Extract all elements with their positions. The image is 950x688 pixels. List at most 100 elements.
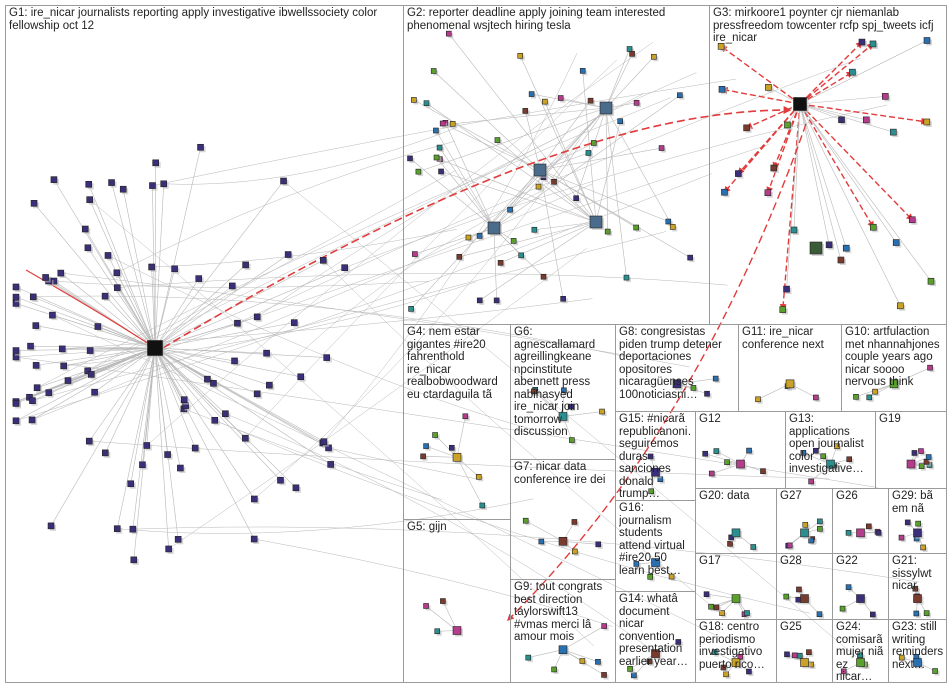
node[interactable] — [617, 118, 624, 124]
node[interactable] — [129, 525, 137, 533]
node[interactable] — [102, 449, 109, 457]
node[interactable] — [204, 375, 211, 383]
group-g7[interactable]: G7: nicar data conference ire dei — [510, 459, 616, 580]
node[interactable] — [540, 273, 547, 280]
node[interactable] — [408, 306, 414, 312]
node[interactable] — [85, 437, 93, 445]
node[interactable] — [456, 254, 463, 260]
node[interactable] — [633, 561, 640, 567]
node[interactable] — [687, 254, 693, 261]
node[interactable] — [800, 450, 807, 456]
node[interactable] — [452, 626, 462, 635]
node[interactable] — [50, 176, 58, 183]
node[interactable] — [808, 478, 814, 485]
node[interactable] — [432, 432, 438, 438]
node[interactable] — [731, 658, 741, 667]
node[interactable] — [724, 459, 730, 466]
node[interactable] — [280, 177, 287, 185]
node[interactable] — [139, 461, 146, 469]
node[interactable] — [721, 188, 728, 196]
node[interactable] — [932, 668, 938, 674]
node[interactable] — [493, 297, 500, 304]
node[interactable] — [785, 379, 795, 389]
node[interactable] — [711, 649, 718, 655]
node[interactable] — [148, 263, 155, 271]
node[interactable] — [713, 604, 720, 611]
node[interactable] — [590, 140, 597, 146]
node[interactable] — [171, 265, 178, 273]
group-g3[interactable]: G3: mirkoore1 poynter cjr niemanlab pres… — [709, 5, 947, 325]
node[interactable] — [58, 345, 66, 353]
node[interactable] — [439, 120, 446, 127]
node[interactable] — [64, 377, 72, 384]
node[interactable] — [27, 342, 34, 350]
node[interactable] — [12, 400, 20, 407]
node[interactable] — [571, 548, 578, 555]
node[interactable] — [423, 443, 429, 449]
node[interactable] — [834, 443, 840, 450]
node[interactable] — [677, 92, 683, 99]
node[interactable] — [85, 180, 93, 188]
node[interactable] — [210, 379, 217, 387]
node[interactable] — [898, 654, 905, 661]
node[interactable] — [29, 397, 36, 404]
node[interactable] — [918, 463, 925, 469]
node[interactable] — [558, 645, 568, 655]
node[interactable] — [866, 523, 872, 530]
node[interactable] — [42, 274, 49, 281]
node[interactable] — [672, 379, 682, 389]
node[interactable] — [558, 412, 568, 421]
node[interactable] — [927, 277, 935, 285]
node[interactable] — [528, 91, 535, 97]
group-g29[interactable]: G29: bã em nã — [888, 488, 947, 554]
node[interactable] — [573, 195, 579, 202]
node[interactable] — [253, 313, 261, 321]
node[interactable] — [911, 450, 918, 456]
group-g22[interactable]: G22 — [832, 553, 889, 620]
node[interactable] — [744, 610, 750, 616]
node[interactable] — [731, 594, 741, 603]
node[interactable] — [517, 52, 524, 59]
node[interactable] — [892, 239, 900, 246]
node[interactable] — [875, 530, 882, 536]
node[interactable] — [839, 605, 846, 612]
node[interactable] — [648, 488, 654, 495]
node[interactable] — [323, 354, 331, 361]
group-g10[interactable]: G10: artfulaction met nhannahjones coupl… — [841, 324, 947, 412]
node[interactable] — [45, 389, 53, 396]
node[interactable] — [433, 154, 440, 161]
node[interactable] — [743, 124, 750, 132]
node[interactable] — [86, 196, 93, 203]
node[interactable] — [796, 652, 803, 659]
node[interactable] — [809, 241, 823, 255]
node[interactable] — [507, 206, 513, 213]
node[interactable] — [800, 658, 809, 667]
node[interactable] — [32, 322, 40, 329]
node[interactable] — [130, 556, 138, 564]
node[interactable] — [813, 447, 819, 454]
node[interactable] — [898, 534, 905, 541]
node[interactable] — [412, 251, 418, 257]
node[interactable] — [633, 224, 640, 231]
group-g27[interactable]: G27 — [776, 488, 833, 554]
node[interactable] — [737, 653, 744, 660]
node[interactable] — [651, 558, 660, 567]
node[interactable] — [94, 323, 102, 330]
node[interactable] — [292, 484, 300, 492]
node[interactable] — [87, 371, 95, 378]
node[interactable] — [595, 658, 601, 665]
node[interactable] — [840, 668, 847, 675]
node[interactable] — [290, 319, 298, 326]
node[interactable] — [633, 100, 640, 106]
node[interactable] — [825, 241, 833, 249]
node[interactable] — [411, 97, 417, 103]
group-g18[interactable]: G18: centro periodismo investigativo pue… — [695, 619, 777, 683]
node[interactable] — [755, 396, 761, 403]
node[interactable] — [587, 97, 594, 104]
node[interactable] — [820, 453, 827, 460]
node[interactable] — [476, 297, 483, 304]
node[interactable] — [713, 448, 720, 454]
node[interactable] — [817, 525, 823, 532]
node[interactable] — [29, 293, 37, 301]
node[interactable] — [60, 362, 67, 370]
